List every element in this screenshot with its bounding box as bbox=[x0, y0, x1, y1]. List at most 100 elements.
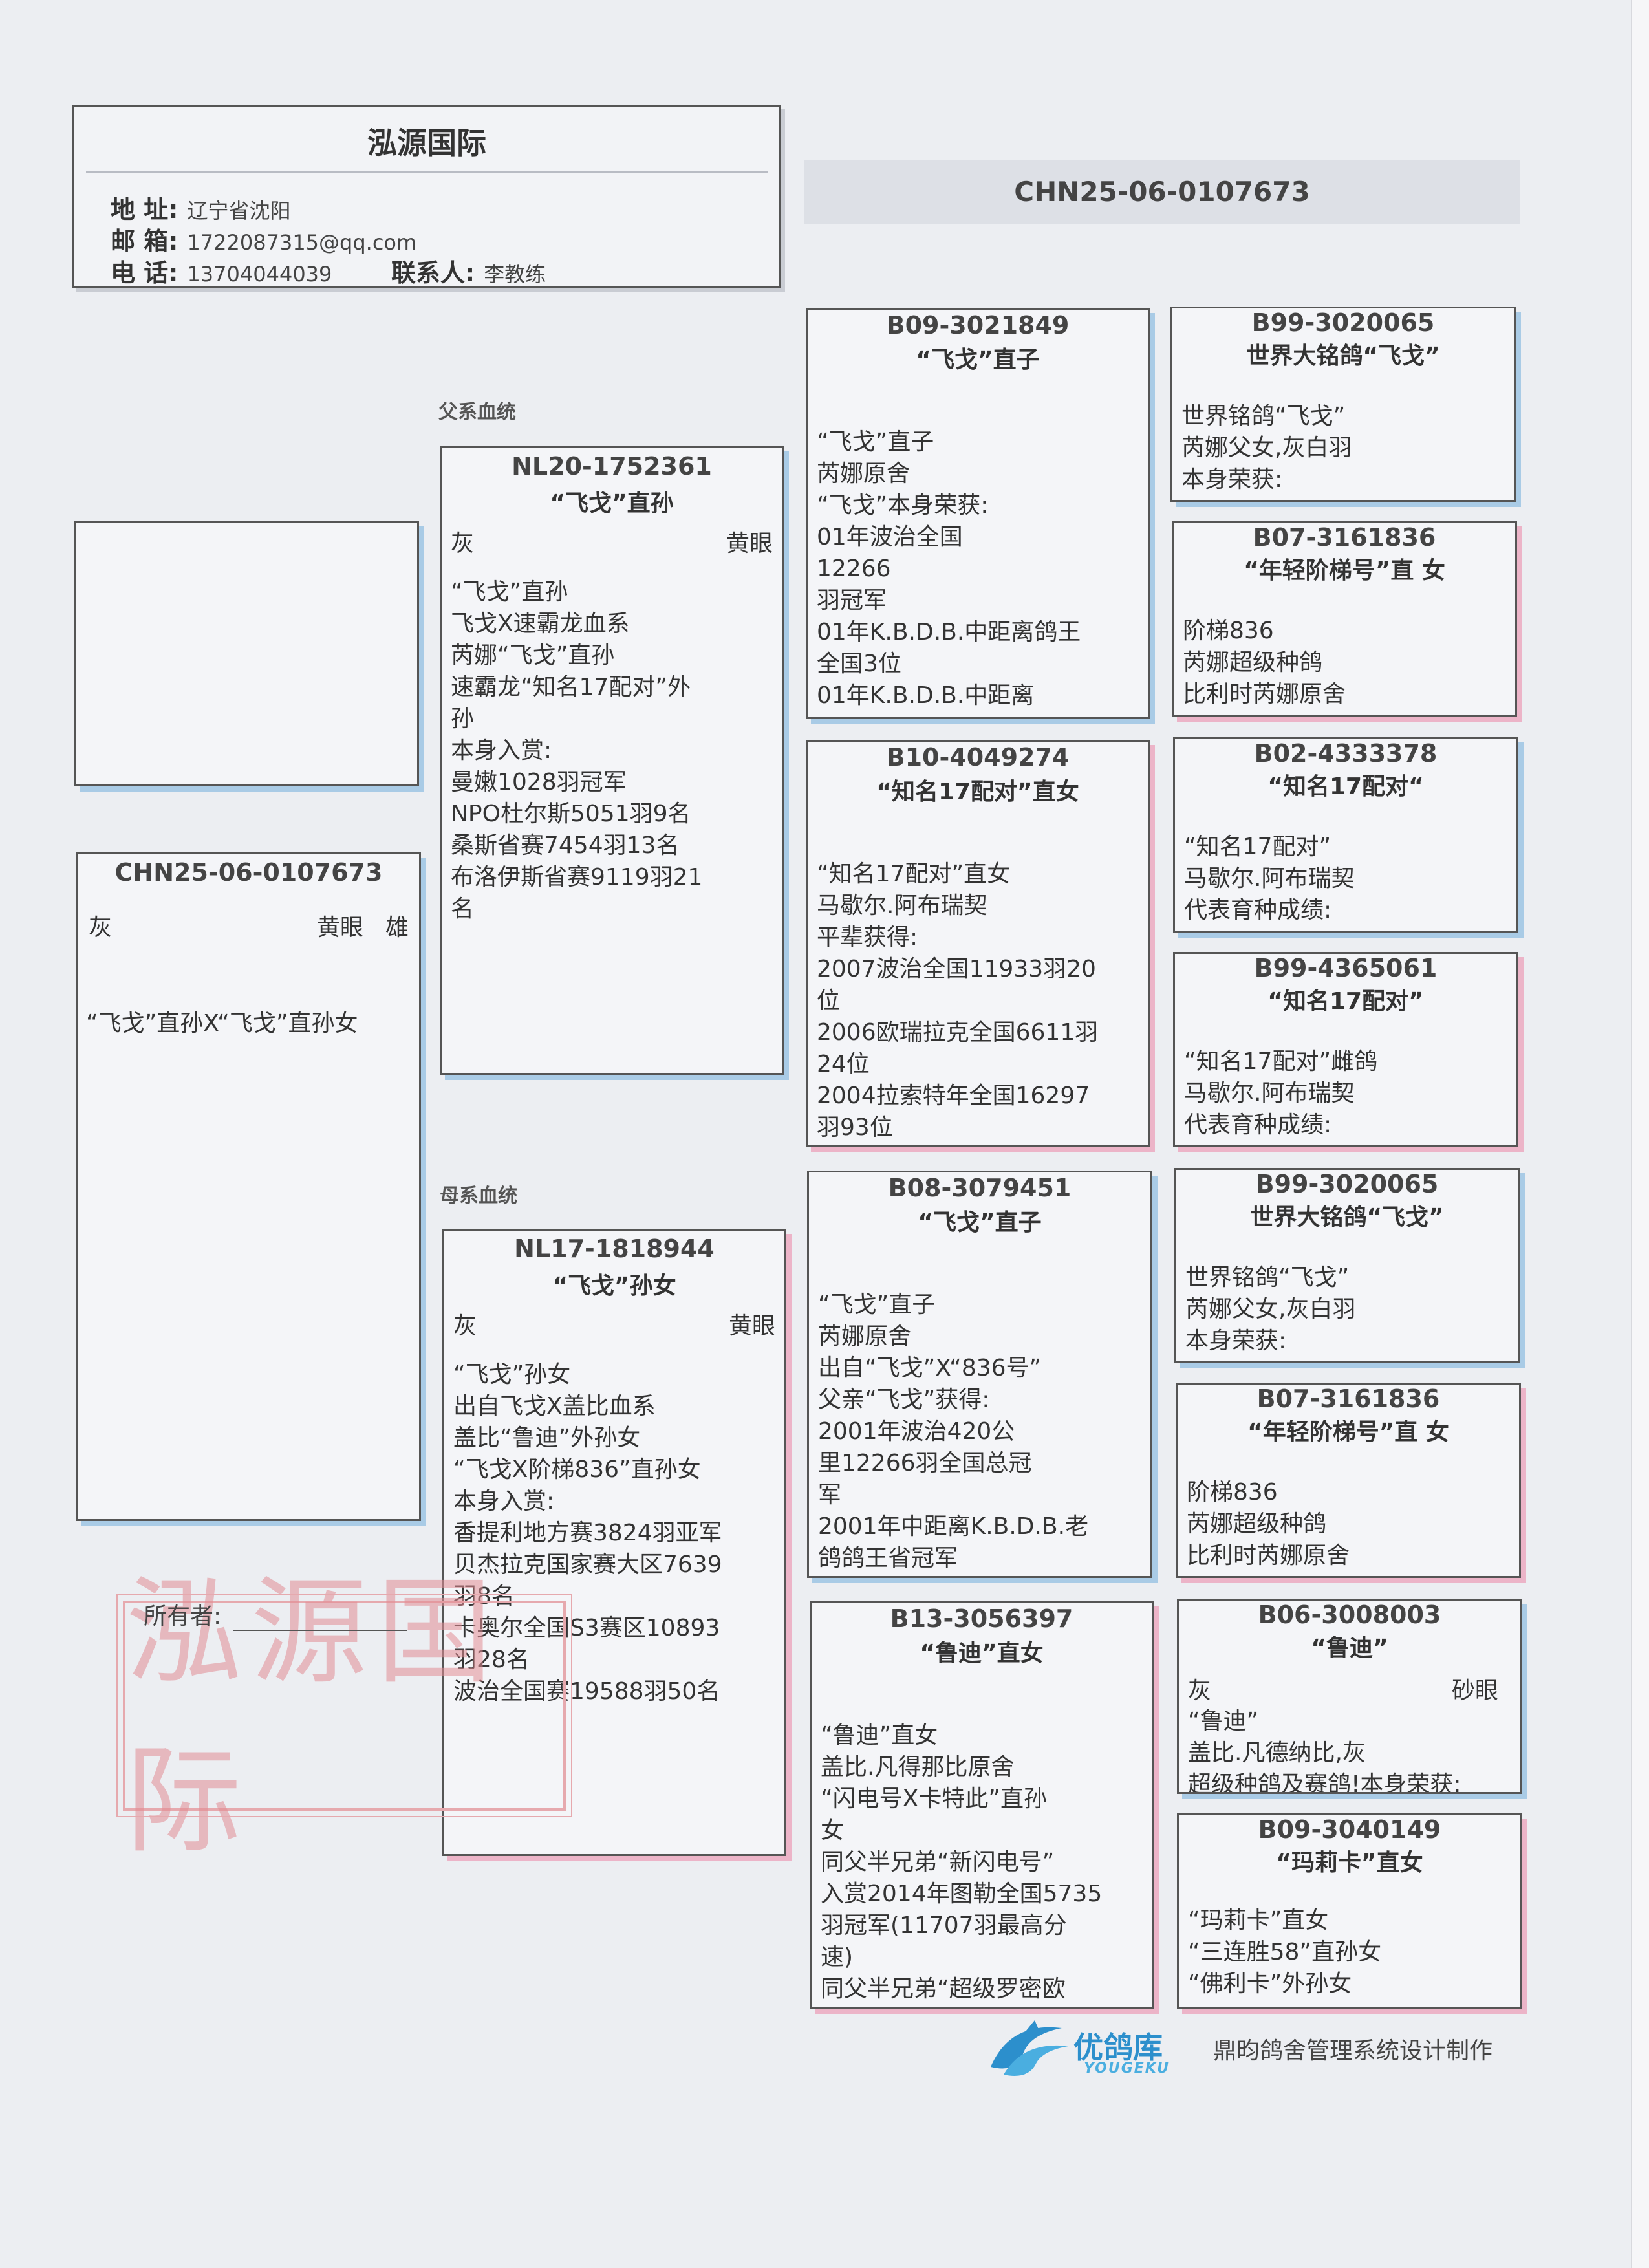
owner-field: 所有者: bbox=[144, 1597, 408, 1631]
sire-card: NL20-1752361 “飞戈”直孙 灰 黄眼 “飞戈”直孙 飞戈X速霸龙血系… bbox=[440, 446, 784, 1075]
email-value: 1722087315@qq.com bbox=[187, 230, 417, 255]
grandparent-detail-line: 羽93位 bbox=[817, 1114, 893, 1141]
great-grandparent-detail-line: 本身荣获: bbox=[1181, 466, 1283, 493]
great-grandparent-name: “玛莉卡”直女 bbox=[1276, 1850, 1423, 1876]
grandparent-detail-line: 盖比.凡得那比原舍 bbox=[821, 1754, 1015, 1780]
grandparent-detail-line: “飞戈”直子 bbox=[817, 429, 934, 455]
dam-detail-line: 波治全国赛19588羽50名 bbox=[453, 1678, 720, 1705]
great-grandparent-details: 世界铭鸽“飞戈” 芮娜父女,灰白羽 本身荣获: bbox=[1176, 1262, 1518, 1357]
dam-detail-line: 出自飞戈X盖比血系 bbox=[453, 1393, 656, 1420]
grandparent-card: B13-3056397 “鲁迪”直女 “鲁迪”直女 盖比.凡得那比原舍 “闪电号… bbox=[810, 1601, 1154, 2009]
grandparent-detail-line: 24位 bbox=[817, 1051, 870, 1077]
grandparent-detail-line: 2006欧瑞拉克全国6611羽 bbox=[817, 1019, 1099, 1046]
great-grandparent-name: “鲁迪” bbox=[1311, 1635, 1388, 1661]
great-grandparent-details: “知名17配对” 马歇尔.阿布瑞契 代表育种成绩: bbox=[1175, 831, 1516, 926]
great-grandparent-detail-line: 马歇尔.阿布瑞契 bbox=[1184, 1080, 1355, 1107]
sire-detail-line: “飞戈”直孙 bbox=[451, 579, 568, 605]
great-grandparent-card: B06-3008003 “鲁迪” 灰 砂眼 “鲁迪” 盖比.凡德纳比,灰 超级种… bbox=[1177, 1599, 1522, 1794]
dam-card: NL17-1818944 “飞戈”孙女 灰 黄眼 “飞戈”孙女 出自飞戈X盖比血… bbox=[442, 1229, 786, 1856]
great-grandparent-name: “知名17配对“ bbox=[1267, 773, 1424, 800]
great-grandparent-ring-number: B09-3040149 bbox=[1258, 1815, 1441, 1844]
great-grandparent-details: 世界铭鸽“飞戈” 芮娜父女,灰白羽 本身荣获: bbox=[1172, 400, 1514, 495]
grandparent-detail-line: “飞戈”直子 bbox=[818, 1291, 936, 1318]
sire-line-label: 父系血统 bbox=[438, 401, 516, 424]
grandparent-name: “知名17配对”直女 bbox=[876, 779, 1079, 805]
grandparent-details: “鲁迪”直女 盖比.凡得那比原舍 “闪电号X卡特此”直孙 女 同父半兄弟“新闪电… bbox=[812, 1720, 1152, 2005]
owner-signature-line bbox=[233, 1609, 408, 1631]
sire-detail-line: 桑斯省赛7454羽13名 bbox=[451, 832, 680, 859]
dam-traits: 灰 黄眼 bbox=[444, 1307, 784, 1341]
contact-value: 李教练 bbox=[484, 262, 546, 286]
grandparent-detail-line: “鲁迪”直女 bbox=[821, 1722, 938, 1749]
breeder-info-box: 泓源国际 地 址:辽宁省沈阳 邮 箱:1722087315@qq.com 电 话… bbox=[72, 105, 781, 288]
subject-card: CHN25-06-0107673 灰 黄眼 雄 “飞戈”直孙X“飞戈”直孙女 bbox=[76, 852, 421, 1521]
great-grandparent-card: B99-3020065 世界大铭鸽“飞戈” 世界铭鸽“飞戈” 芮娜父女,灰白羽 … bbox=[1174, 1168, 1520, 1363]
great-grandparent-detail-line: 本身荣获: bbox=[1185, 1328, 1287, 1354]
sire-detail-line: NPO杜尔斯5051羽9名 bbox=[451, 801, 691, 827]
grandparent-detail-line: 01年K.B.D.B.中距离 bbox=[817, 682, 1035, 709]
great-grandparent-detail-line: “三连胜58”直孙女 bbox=[1188, 1939, 1382, 1965]
sire-detail-line: 曼嫩1028羽冠军 bbox=[451, 769, 627, 795]
great-grandparent-ring-number: B99-4365061 bbox=[1254, 954, 1438, 982]
great-grandparent-card: B09-3040149 “玛莉卡”直女 “玛莉卡”直女 “三连胜58”直孙女 “… bbox=[1177, 1813, 1522, 2009]
great-grandparent-ring-number: B99-3020065 bbox=[1255, 1170, 1439, 1198]
sire-detail-line: 本身入赏: bbox=[451, 737, 552, 764]
grandparent-name: “鲁迪”直女 bbox=[920, 1640, 1044, 1667]
great-grandparent-details: 阶梯836 芮娜超级种鸽 比利时芮娜原舍 bbox=[1178, 1476, 1519, 1571]
great-grandparent-ring-number: B06-3008003 bbox=[1258, 1601, 1441, 1629]
great-grandparent-detail-line: 比利时芮娜原舍 bbox=[1183, 681, 1346, 707]
great-grandparent-detail-line: 芮娜父女,灰白羽 bbox=[1181, 435, 1352, 461]
sire-detail-line: 芮娜“飞戈”直孙 bbox=[451, 642, 615, 669]
yougeku-logo-icon bbox=[991, 2020, 1068, 2076]
great-grandparent-name: 世界大铭鸽“飞戈” bbox=[1250, 1204, 1444, 1231]
great-grandparent-detail-line: “鲁迪” bbox=[1188, 1708, 1259, 1734]
grandparent-card: B08-3079451 “飞戈”直子 “飞戈”直子 芮娜原舍 出自“飞戈”X“8… bbox=[807, 1171, 1152, 1578]
grandparent-name: “飞戈”直子 bbox=[916, 347, 1040, 373]
dam-line-label: 母系血统 bbox=[440, 1185, 517, 1207]
grandparent-detail-line: 羽冠军 bbox=[817, 587, 887, 614]
stamp-text: 泓源国际 bbox=[125, 1564, 502, 1869]
great-grandparent-eye: 砂眼 bbox=[1451, 1678, 1498, 1704]
grandparent-ring-number: B13-3056397 bbox=[890, 1604, 1073, 1633]
great-grandparent-detail-line: 代表育种成绩: bbox=[1184, 897, 1332, 923]
address-line: 地 址: 辽宁省沈阳 bbox=[111, 189, 290, 225]
phone-line: 电 话: 13704044039 bbox=[111, 253, 332, 288]
grandparent-detail-line: 2001年波治420公 bbox=[818, 1418, 1015, 1445]
sire-detail-line: 速霸龙“知名17配对”外孙 bbox=[451, 674, 691, 732]
great-grandparent-detail-line: 世界铭鸽“飞戈” bbox=[1185, 1264, 1350, 1291]
sire-color: 灰 bbox=[451, 530, 475, 557]
address-value: 辽宁省沈阳 bbox=[187, 199, 291, 223]
ring-number-title: CHN25-06-0107673 bbox=[1014, 176, 1310, 208]
ring-number-band: CHN25-06-0107673 bbox=[804, 160, 1520, 224]
great-grandparent-details: “玛莉卡”直女 “三连胜58”直孙女 “佛利卡”外孙女 bbox=[1179, 1905, 1520, 2000]
logo-name: 优鸽库 bbox=[1073, 2030, 1163, 2065]
great-grandparent-card: B02-4333378 “知名17配对“ “知名17配对” 马歇尔.阿布瑞契 代… bbox=[1173, 737, 1518, 933]
grandparent-detail-line: 01年波治全国 bbox=[817, 524, 963, 550]
grandparent-detail-line: 01年K.B.D.B.中距离鸽王 bbox=[817, 619, 1081, 645]
dam-name: “飞戈”孙女 bbox=[552, 1273, 676, 1299]
dam-detail-line: 卡奥尔全国S3赛区10893羽28名 bbox=[453, 1615, 720, 1673]
great-grandparent-details: “知名17配对”雌鸽 马歇尔.阿布瑞契 代表育种成绩: bbox=[1175, 1046, 1516, 1141]
sire-traits: 灰 黄眼 bbox=[442, 524, 782, 558]
great-grandparent-detail-line: 阶梯836 bbox=[1187, 1479, 1278, 1506]
grandparent-detail-line: 平辈获得: bbox=[817, 924, 918, 951]
great-grandparent-detail-line: “玛莉卡”直女 bbox=[1188, 1907, 1329, 1934]
great-grandparent-detail-line: 代表育种成绩: bbox=[1184, 1112, 1332, 1138]
great-grandparent-detail-line: 芮娜父女,灰白羽 bbox=[1185, 1296, 1356, 1323]
grandparent-detail-line: 同父半兄弟“新闪电号” bbox=[821, 1849, 1055, 1875]
subject-pedigree-note: “飞戈”直孙X“飞戈”直孙女 bbox=[86, 1010, 358, 1037]
phone-label: 电 话: bbox=[111, 259, 178, 287]
phone-value: 13704044039 bbox=[187, 262, 332, 286]
great-grandparent-card: B07-3161836 “年轻阶梯号”直 女 阶梯836 芮娜超级种鸽 比利时芮… bbox=[1176, 1383, 1521, 1578]
grandparent-detail-line: 同父半兄弟“超级罗密欧 bbox=[821, 1976, 1066, 2002]
dam-detail-line: 本身入赏: bbox=[453, 1488, 555, 1515]
dam-detail-line: “飞戈”孙女 bbox=[453, 1361, 571, 1388]
great-grandparent-detail-line: “知名17配对” bbox=[1184, 834, 1331, 860]
great-grandparent-ring-number: B02-4333378 bbox=[1254, 739, 1438, 768]
address-label: 地 址: bbox=[111, 195, 178, 224]
grandparent-detail-line: 全国3位 bbox=[817, 651, 901, 677]
great-grandparent-name: “知名17配对” bbox=[1267, 988, 1424, 1015]
sire-eye: 黄眼 bbox=[726, 530, 773, 557]
grandparent-detail-line: 鸽鸽王省冠军 bbox=[818, 1545, 958, 1571]
great-grandparent-traits: 灰 砂眼 bbox=[1179, 1672, 1520, 1705]
